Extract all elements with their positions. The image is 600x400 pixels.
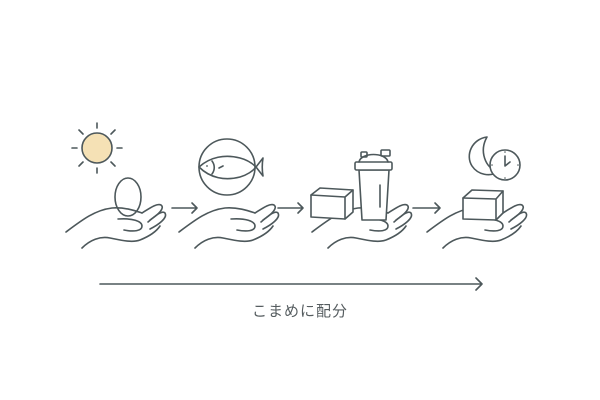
protein-shaker-icon xyxy=(354,149,393,221)
arrow-icon xyxy=(412,202,441,214)
tofu-icon xyxy=(310,187,354,220)
caption-text: こまめに配分 xyxy=(251,302,348,320)
fish-icon xyxy=(198,138,264,196)
egg-icon xyxy=(114,177,142,217)
arrow-icon xyxy=(171,202,198,214)
sun-icon xyxy=(71,122,123,174)
clock-icon xyxy=(489,149,521,181)
arrow-icon xyxy=(277,202,304,214)
timeline-arrow xyxy=(99,277,483,291)
moon-icon xyxy=(468,136,499,176)
tofu-icon xyxy=(462,189,504,221)
hand-icon xyxy=(65,203,167,249)
